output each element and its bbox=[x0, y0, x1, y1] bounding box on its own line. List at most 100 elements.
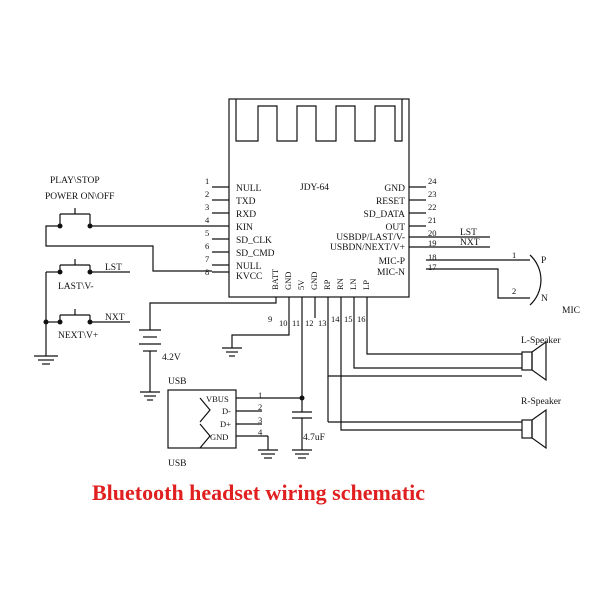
battery: 4.2V bbox=[139, 297, 277, 401]
mic-pin2-label: 2 bbox=[512, 286, 516, 296]
usb-outline bbox=[167, 389, 237, 449]
speaker-cone bbox=[531, 408, 547, 450]
pin-number: 8 bbox=[205, 267, 209, 277]
right-pins: 24 23 22 21 20 19 18 17 GND RESET SD_DAT… bbox=[330, 176, 490, 278]
pin-label: GND bbox=[309, 272, 319, 290]
usb-symbol bbox=[199, 423, 211, 449]
pin-number: 15 bbox=[344, 314, 353, 324]
pin-number: 2 bbox=[205, 189, 209, 199]
last-button: LST LAST\V- bbox=[46, 259, 130, 292]
bottom-pins: BATT GND 5V GND RP RN LN LP 9 10 11 12 1… bbox=[268, 268, 371, 328]
usb-pin-number: 1 bbox=[258, 390, 262, 400]
left-pins: 1 2 3 4 5 6 7 8 NULL TXD RXD KIN SD_CLK … bbox=[205, 176, 275, 282]
pin-label: RP bbox=[322, 279, 332, 290]
speaker-magnet bbox=[521, 351, 533, 371]
usb-pin-label: D+ bbox=[220, 419, 231, 429]
jdy64-module: JDY-64 1 2 3 4 5 6 7 8 NULL TXD RXD KIN … bbox=[205, 98, 490, 328]
pin-label: NULL bbox=[236, 262, 262, 272]
pin-label: KIN bbox=[236, 223, 253, 233]
pin-number: 14 bbox=[331, 314, 340, 324]
rp-wire bbox=[327, 297, 522, 377]
next-button: NXT NEXT\V+ bbox=[43, 309, 130, 341]
pin-number: 22 bbox=[428, 202, 437, 212]
pin-number: 24 bbox=[428, 176, 437, 186]
vbus-wire bbox=[236, 297, 303, 399]
lst-label: LST bbox=[105, 263, 122, 273]
pin-label: MIC-P bbox=[379, 257, 405, 267]
microphone: P N 1 2 MIC bbox=[426, 250, 580, 316]
pin-label: SD_CLK bbox=[236, 236, 272, 246]
usb-pin-number: 4 bbox=[258, 427, 263, 437]
mic-pin1-label: 1 bbox=[512, 250, 516, 260]
pin-number: 7 bbox=[205, 254, 209, 264]
vbus-net: 4.7uF bbox=[236, 297, 325, 459]
pin-number: 21 bbox=[428, 215, 437, 225]
pin-number: 4 bbox=[205, 215, 210, 225]
usb-connector: USB VBUS D- D+ GND 1 2 3 4 USB bbox=[167, 377, 278, 469]
lp-wire bbox=[366, 297, 522, 355]
left-speaker-label: L-Speaker bbox=[521, 336, 561, 346]
mic-body bbox=[529, 254, 542, 306]
usb-pin-label: VBUS bbox=[206, 394, 229, 404]
pin10-ground bbox=[222, 297, 290, 357]
play-stop-button: PLAY\STOP POWER ON\OFF bbox=[45, 176, 212, 272]
ln-wire bbox=[353, 297, 522, 369]
pin-number: 1 bbox=[205, 176, 209, 186]
pin-label: MIC-N bbox=[377, 268, 405, 278]
usb-pin-label: GND bbox=[210, 432, 228, 442]
module-outline bbox=[228, 98, 410, 298]
last-v-label: LAST\V- bbox=[58, 282, 94, 292]
usb-pin-number: 2 bbox=[258, 402, 262, 412]
pin-label: GND bbox=[384, 184, 405, 194]
speaker-wires bbox=[327, 297, 522, 431]
pin-number: 20 bbox=[428, 228, 437, 238]
play-stop-label: PLAY\STOP bbox=[50, 176, 100, 186]
lst-net-label: LST bbox=[460, 228, 477, 238]
button-ground bbox=[34, 272, 58, 365]
pin-label: GND bbox=[283, 272, 293, 290]
pin-label: 5V bbox=[296, 279, 306, 290]
usb-top-label: USB bbox=[168, 377, 186, 387]
pin-label: USBDP/LAST/V- bbox=[336, 233, 405, 243]
left-speaker: L-Speaker bbox=[521, 336, 561, 382]
pin-label: SD_CMD bbox=[236, 249, 275, 259]
pin-label: LN bbox=[348, 279, 358, 290]
pin-label: SD_DATA bbox=[364, 210, 406, 220]
next-v-label: NEXT\V+ bbox=[58, 331, 98, 341]
pin-label: NULL bbox=[236, 184, 262, 194]
pin-number: 23 bbox=[428, 189, 437, 199]
battery-voltage: 4.2V bbox=[162, 353, 181, 363]
pin-label: BATT bbox=[270, 268, 280, 290]
usb-bottom-label: USB bbox=[168, 459, 186, 469]
nxt-label: NXT bbox=[105, 313, 125, 323]
pcb-antenna bbox=[235, 99, 403, 142]
mic-n-label: N bbox=[541, 294, 548, 304]
pin-label: USBDN/NEXT/V+ bbox=[330, 243, 405, 253]
ground-wire bbox=[231, 297, 290, 348]
pin-label: RN bbox=[335, 278, 345, 290]
chip-name: JDY-64 bbox=[300, 183, 329, 193]
right-speaker: R-Speaker bbox=[521, 397, 562, 450]
caption: Bluetooth headset wiring schematic bbox=[92, 480, 425, 505]
power-onoff-label: POWER ON\OFF bbox=[45, 192, 114, 202]
usb-symbol bbox=[199, 397, 211, 423]
pin-label: RESET bbox=[376, 197, 405, 207]
nxt-net-label: NXT bbox=[460, 238, 480, 248]
play-wire bbox=[45, 225, 212, 272]
pin-label: OUT bbox=[385, 223, 405, 233]
pin-number: 13 bbox=[318, 318, 327, 328]
pin-number: 10 bbox=[279, 318, 288, 328]
pin-number: 16 bbox=[357, 314, 366, 324]
pin-label: TXD bbox=[236, 197, 256, 207]
pin-number: 3 bbox=[205, 202, 209, 212]
capacitor-value: 4.7uF bbox=[303, 433, 325, 443]
pin-label: RXD bbox=[236, 210, 256, 220]
pin-number: 11 bbox=[292, 318, 300, 328]
pin-number: 5 bbox=[205, 228, 209, 238]
pin-number: 18 bbox=[428, 252, 437, 262]
pin-number: 6 bbox=[205, 241, 209, 251]
pin-number: 17 bbox=[428, 262, 437, 272]
mic-label: MIC bbox=[562, 306, 580, 316]
